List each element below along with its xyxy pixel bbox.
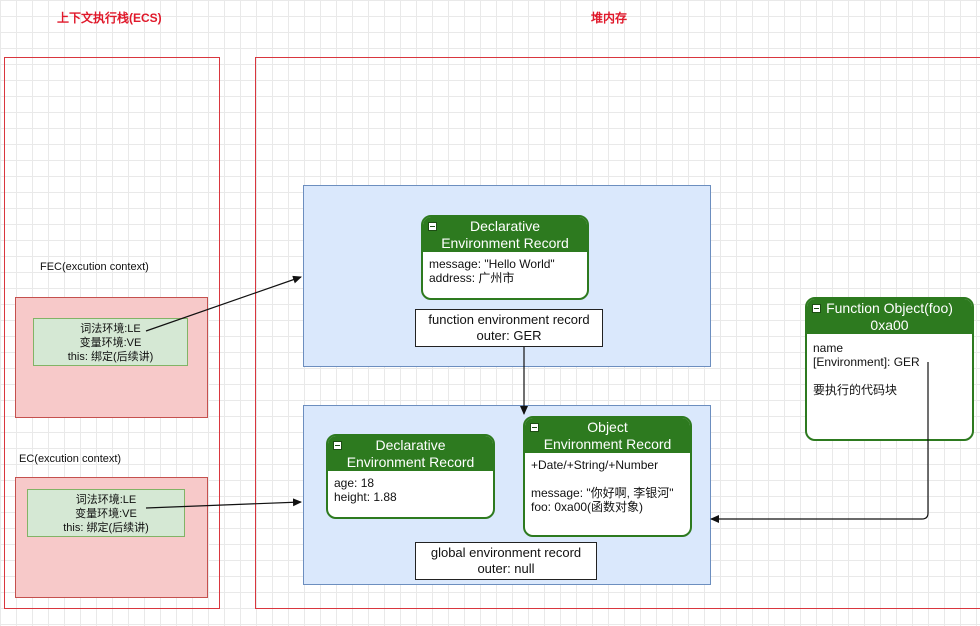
record-field: height: 1.88 xyxy=(334,490,397,504)
environment-to-global-arrow xyxy=(710,362,929,523)
ec-to-global-env-arrow xyxy=(145,498,302,509)
fec-this-binding: this: 绑定(后续讲) xyxy=(67,351,154,363)
record-field: name xyxy=(813,341,844,355)
function-declarative-record-header: Declarative Environment Record xyxy=(423,217,587,252)
ec-label: EC(excution context) xyxy=(19,453,122,465)
ec-this-binding: this: 绑定(后续讲) xyxy=(63,522,149,534)
global-object-record-header: Object Environment Record xyxy=(525,418,690,453)
ecs-frame xyxy=(4,57,220,609)
collapse-icon[interactable] xyxy=(530,423,539,432)
function-object-foo[interactable]: Function Object(foo) 0xa00 name [Environ… xyxy=(805,297,974,441)
fec-lexical-env: 词法环境:LE xyxy=(80,323,141,335)
collapse-icon[interactable] xyxy=(812,304,821,313)
global-declarative-record[interactable]: Declarative Environment Record age: 18 h… xyxy=(326,434,495,519)
record-field: age: 18 xyxy=(334,476,375,490)
ec-context-detail: 词法环境:LE 变量环境:VE this: 绑定(后续讲) xyxy=(27,489,185,537)
heap-title: 堆内存 xyxy=(591,11,628,25)
ec-lexical-env: 词法环境:LE xyxy=(75,494,137,506)
fec-label: FEC(excution context) xyxy=(40,261,149,273)
record-field: foo: 0xa00(函数对象) xyxy=(531,500,644,514)
heap-frame xyxy=(255,57,980,609)
global-object-record-body: +Date/+String/+Number message: "你好啊, 李银河… xyxy=(525,453,690,519)
record-field: [Environment]: GER xyxy=(813,355,920,369)
record-field: message: "Hello World" xyxy=(429,257,555,271)
record-field: message: "你好啊, 李银河" xyxy=(531,486,674,500)
function-declarative-record-body: message: "Hello World" address: 广州市 xyxy=(423,252,587,290)
record-field: 要执行的代码块 xyxy=(813,383,898,397)
collapse-icon[interactable] xyxy=(428,222,437,231)
ec-variable-env: 变量环境:VE xyxy=(75,508,137,520)
record-field: address: 广州市 xyxy=(429,271,515,285)
global-declarative-record-body: age: 18 height: 1.88 xyxy=(328,471,493,509)
ec-box[interactable]: 词法环境:LE 变量环境:VE this: 绑定(后续讲) xyxy=(15,477,208,598)
collapse-icon[interactable] xyxy=(333,441,342,450)
fec-to-function-env-arrow xyxy=(145,275,302,332)
global-object-record[interactable]: Object Environment Record +Date/+String/… xyxy=(523,416,692,537)
function-object-header: Function Object(foo) 0xa00 xyxy=(807,299,972,334)
global-declarative-record-header: Declarative Environment Record xyxy=(328,436,493,471)
function-object-body: name [Environment]: GER 要执行的代码块 xyxy=(807,334,972,402)
fec-variable-env: 变量环境:VE xyxy=(79,337,142,349)
function-declarative-record[interactable]: Declarative Environment Record message: … xyxy=(421,215,589,300)
function-environment-record-label: function environment record outer: GER xyxy=(415,309,603,347)
record-field: +Date/+String/+Number xyxy=(531,458,659,472)
ecs-title: 上下文执行栈(ECS) xyxy=(57,11,162,25)
global-environment-record-label: global environment record outer: null xyxy=(415,542,597,580)
